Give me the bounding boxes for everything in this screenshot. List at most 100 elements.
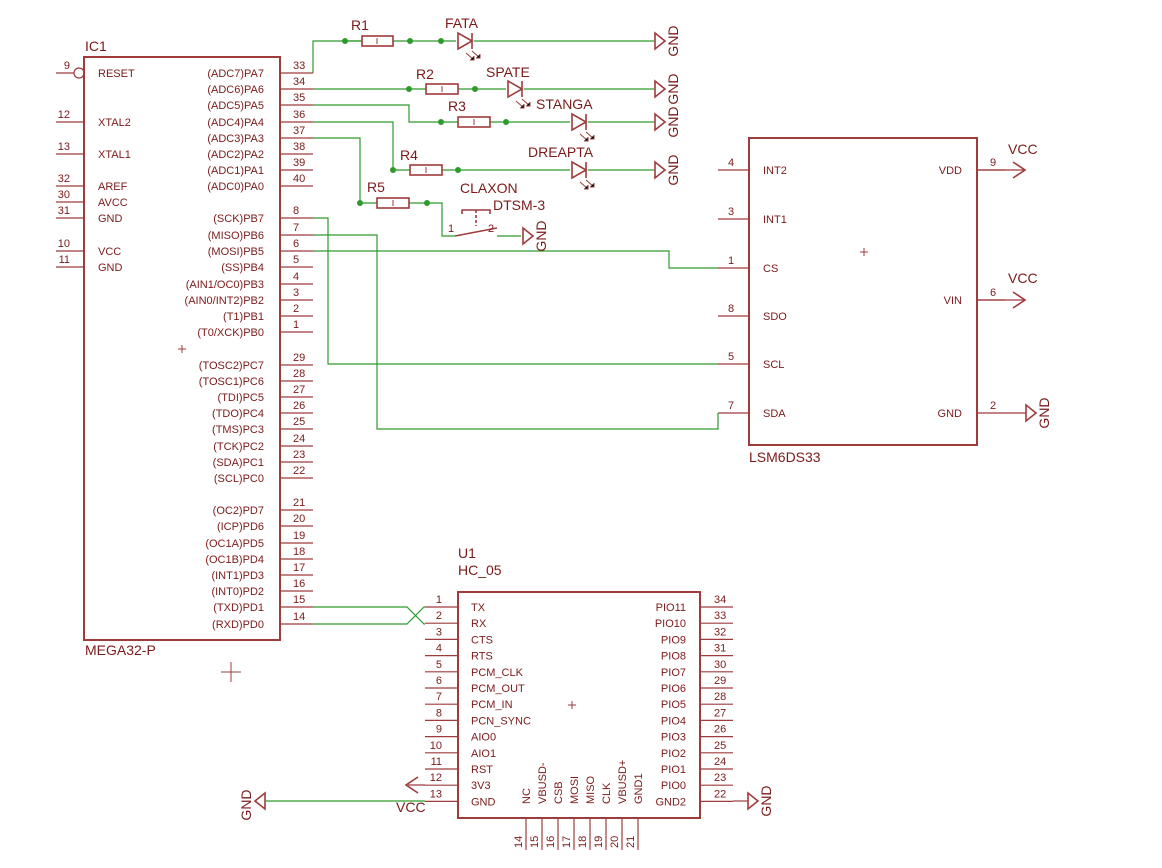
ic1-pin-37[interactable]: 37(ADC3)PA3 [207,125,313,145]
ic1-pin-15[interactable]: 15(TXD)PD1 [213,594,313,614]
hc05-symbol[interactable]: U1 HC_05 1TX2RX3CTS4RTS5PCM_CLK6PCM_OUT7… [425,545,733,850]
resistor-r2[interactable]: R2 [416,66,459,95]
ic1-pin-14[interactable]: 14(RXD)PD0 [212,611,313,631]
pin-name: (RXD)PD0 [212,619,264,631]
ic1-pin-40[interactable]: 40(ADC0)PA0 [207,173,313,193]
u1-pin-2[interactable]: 2RX [425,610,487,630]
ic1-pin-22[interactable]: 22(SCL)PC0 [214,465,313,485]
ic1-pin-8[interactable]: 8(SCK)PB7 [213,205,313,225]
ic1-pin-1[interactable]: 1(T0/XCK)PB0 [197,319,313,339]
ic1-pin-33[interactable]: 33(ADC7)PA7 [207,60,313,80]
ic1-pin-7[interactable]: 7(MISO)PB6 [208,222,313,242]
resistor-r3[interactable]: R3 [448,98,491,128]
ic1-pin-39[interactable]: 39(ADC1)PA1 [207,157,313,177]
pin-number: 4 [293,271,299,283]
ic1-pin-19[interactable]: 19(OC1A)PD5 [205,530,313,550]
ic1-pin-4[interactable]: 4(AIN1/OC0)PB3 [186,271,313,291]
ic1-pin-35[interactable]: 35(ADC5)PA5 [207,92,313,112]
resistor-r4[interactable]: R4 [400,147,443,176]
ic1-pin-18[interactable]: 18(OC1B)PD4 [205,546,313,566]
led-spate[interactable]: SPATE [486,64,531,109]
switch-claxon[interactable]: 1 2 CLAXON DTSM-3 [448,180,545,237]
ic1-pin-3[interactable]: 3(AIN0/INT2)PB2 [185,287,313,307]
ic1-pin-23[interactable]: 23(SDA)PC1 [213,449,313,469]
led-stanga[interactable]: STANGA [536,96,595,142]
ic1-pin-16[interactable]: 16(INT0)PD2 [211,578,313,598]
ic1-pin-21[interactable]: 21(OC2)PD7 [213,497,313,517]
led-dreapta[interactable]: DREAPTA [528,144,595,190]
ic1-pin-5[interactable]: 5(SS)PB4 [221,254,313,274]
ic1-pin-34[interactable]: 34(ADC6)PA6 [207,76,313,96]
ic1-pin-27[interactable]: 27(TDI)PC5 [218,384,313,404]
ic1-pin-17[interactable]: 17(INT1)PD3 [211,562,313,582]
ic1-pin-2[interactable]: 2(T1)PB1 [223,303,313,323]
ic1-pin-36[interactable]: 36(ADC4)PA4 [207,109,313,129]
resistor-r1[interactable]: R1 [345,17,394,47]
ic1-pin-24[interactable]: 24(TCK)PC2 [213,433,313,453]
ic1-pin-26[interactable]: 26(TDO)PC4 [212,400,313,420]
ic1-symbol[interactable]: IC1 MEGA32-P 9RESET12XTAL213XTAL132AREF3… [56,38,313,658]
ic1-pin-25[interactable]: 25(TMS)PC3 [212,416,313,436]
ic1-pin-6[interactable]: 6(MOSI)PB5 [208,238,313,258]
ic1-pin-38[interactable]: 38(ADC2)PA2 [207,141,313,161]
resistor-r5[interactable]: R5 [367,179,410,209]
ic1-pin-29[interactable]: 29(TOSC2)PC7 [199,352,313,372]
pin-name: SCL [763,359,784,371]
pin-number: 20 [609,836,621,848]
ic1-pin-20[interactable]: 20(ICP)PD6 [217,513,313,533]
lsm-pin-1[interactable]: 1CS [718,255,778,275]
ic1-pin-28[interactable]: 28(TOSC1)PC6 [199,368,313,388]
led-fata[interactable]: FATA [445,15,481,61]
u1-pin-1[interactable]: 1TX [425,594,486,614]
